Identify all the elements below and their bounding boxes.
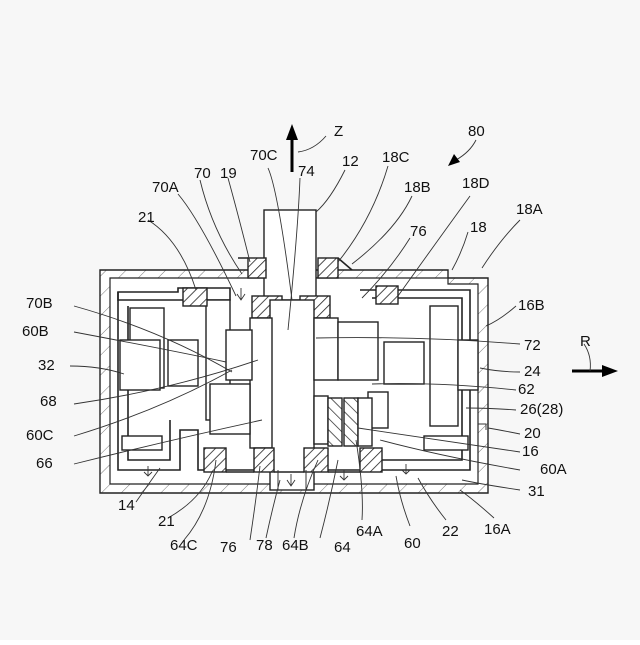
label-74: 74 (298, 163, 315, 180)
label-31: 31 (528, 483, 545, 500)
label-76-bottom: 76 (220, 539, 237, 556)
label-16b: 16B (518, 297, 545, 314)
label-60: 60 (404, 535, 421, 552)
label-z: Z (334, 123, 343, 140)
label-60b: 60B (22, 323, 49, 340)
label-19: 19 (220, 165, 237, 182)
label-64c: 64C (170, 537, 198, 554)
label-76-top: 76 (410, 223, 427, 240)
label-78: 78 (256, 537, 273, 554)
label-68: 68 (40, 393, 57, 410)
label-16: 16 (522, 443, 539, 460)
label-12: 12 (342, 153, 359, 170)
label-64: 64 (334, 539, 351, 556)
label-18d: 18D (462, 175, 490, 192)
label-14: 14 (118, 497, 135, 514)
assembly-80-arrow (448, 140, 476, 166)
label-66: 66 (36, 455, 53, 472)
label-80: 80 (468, 123, 485, 140)
label-18b: 18B (404, 179, 431, 196)
label-62: 62 (518, 381, 535, 398)
label-32: 32 (38, 357, 55, 374)
label-21-top: 21 (138, 209, 155, 226)
label-64b: 64B (282, 537, 309, 554)
label-18a: 18A (516, 201, 543, 218)
label-70c: 70C (250, 147, 278, 164)
label-24: 24 (524, 363, 541, 380)
label-72: 72 (524, 337, 541, 354)
label-26-28: 26(28) (520, 401, 563, 418)
label-70: 70 (194, 165, 211, 182)
label-18c: 18C (382, 149, 410, 166)
label-22: 22 (442, 523, 459, 540)
label-70b: 70B (26, 295, 53, 312)
r-direction-arrow (572, 344, 618, 377)
label-60c: 60C (26, 427, 54, 444)
label-20: 20 (524, 425, 541, 442)
label-64a: 64A (356, 523, 383, 540)
label-18: 18 (470, 219, 487, 236)
label-70a: 70A (152, 179, 179, 196)
label-60a: 60A (540, 461, 567, 478)
label-r: R (580, 333, 591, 350)
label-16a: 16A (484, 521, 511, 538)
label-21-bottom: 21 (158, 513, 175, 530)
